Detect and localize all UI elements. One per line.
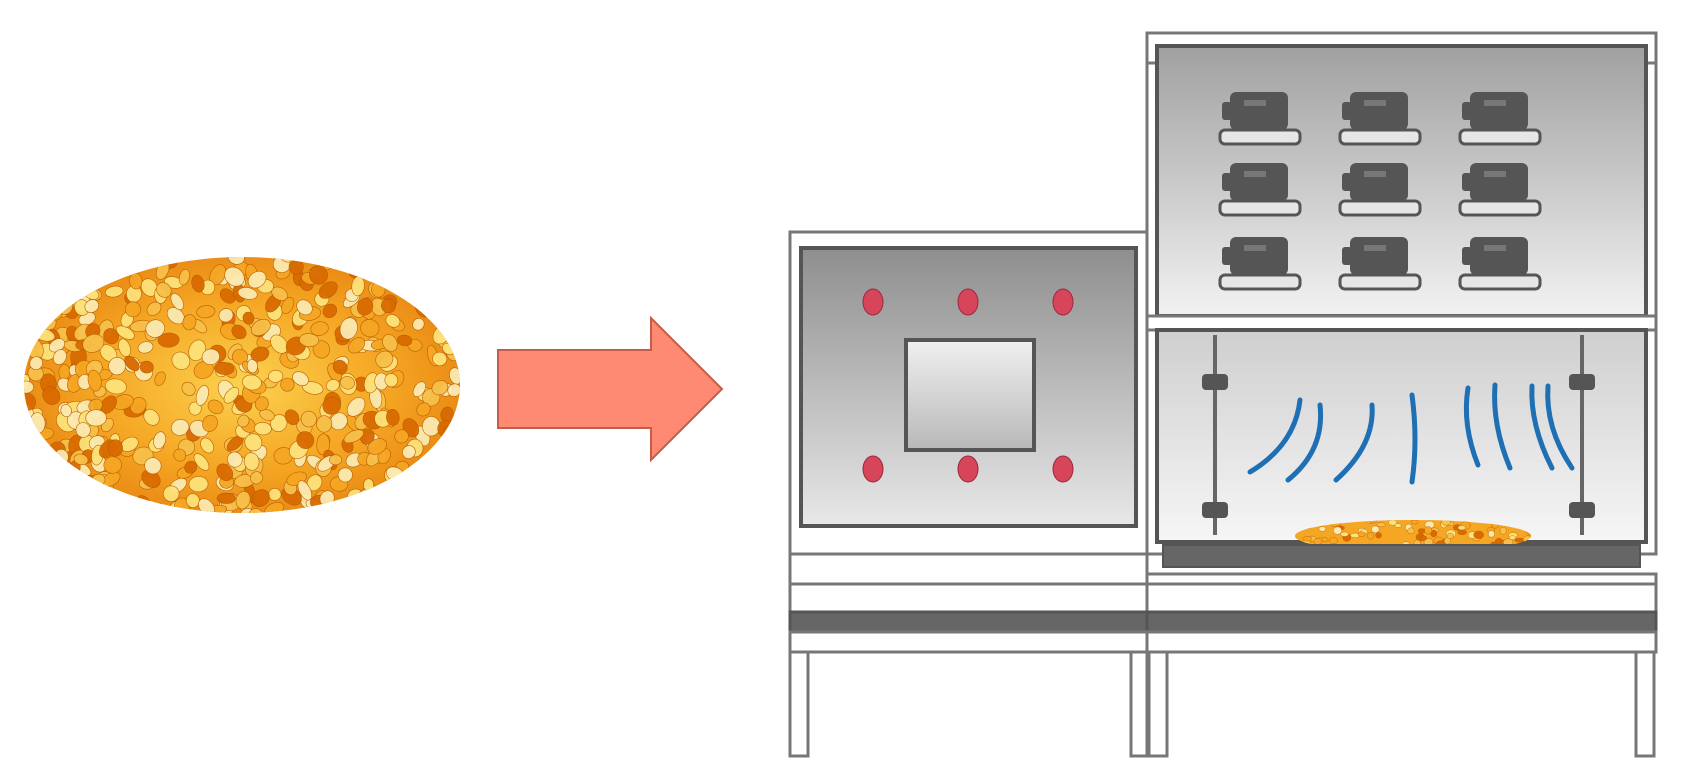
microwave-wave bbox=[1529, 383, 1555, 471]
microwave-unit bbox=[1145, 31, 1658, 758]
control-cabinet bbox=[788, 230, 1149, 758]
microwave-wave bbox=[1247, 397, 1303, 475]
sensor-dot bbox=[1052, 455, 1074, 483]
sensor-dot bbox=[1052, 288, 1074, 316]
corn-kernels-image bbox=[24, 257, 460, 513]
magnetron-module bbox=[1218, 92, 1302, 146]
magnetron-module bbox=[1458, 237, 1542, 291]
microwave-wave bbox=[1463, 385, 1481, 468]
microwave-wave bbox=[1333, 402, 1375, 483]
magnetron-module bbox=[1338, 163, 1422, 217]
microwave-wave bbox=[1492, 382, 1513, 471]
microwave-wave bbox=[1285, 402, 1324, 483]
magnetron-module bbox=[1458, 163, 1542, 217]
microwave-wave bbox=[1409, 392, 1418, 485]
process-arrow bbox=[497, 315, 724, 463]
magnetron-module bbox=[1218, 237, 1302, 291]
magnetron-module bbox=[1458, 92, 1542, 146]
sensor-dot bbox=[862, 288, 884, 316]
sensor-dot bbox=[862, 455, 884, 483]
magnetron-module bbox=[1218, 163, 1302, 217]
sensor-dot bbox=[957, 288, 979, 316]
magnetron-module bbox=[1338, 237, 1422, 291]
magnetron-module bbox=[1338, 92, 1422, 146]
sensor-dot bbox=[957, 455, 979, 483]
microwave-wave bbox=[1545, 383, 1575, 471]
